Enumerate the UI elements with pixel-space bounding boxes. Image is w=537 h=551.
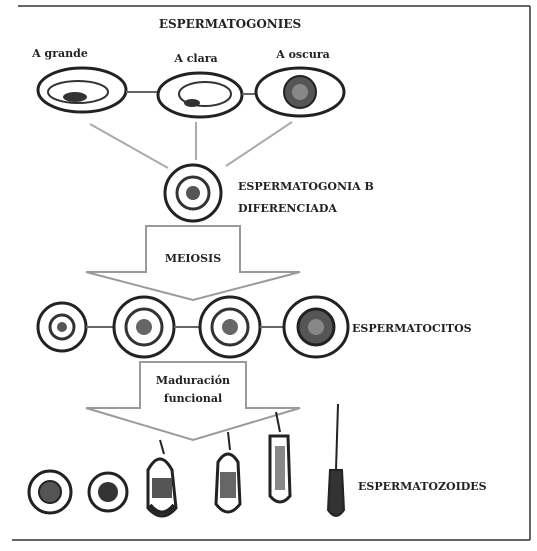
spermatozoa-label: ESPERMATOZOIDES	[358, 480, 487, 493]
spermatid-elongating-2	[214, 431, 242, 514]
differentiated-label-1: ESPERMATOGONIA B	[238, 180, 374, 193]
spermatocyte-4	[282, 295, 350, 359]
title: ESPERMATOGONIES	[159, 17, 301, 31]
cell-a-grande	[36, 66, 128, 114]
spermatozoon	[326, 403, 346, 517]
spermatid-2	[87, 471, 129, 513]
type-label-a-grande: A grande	[31, 47, 88, 60]
type-label-a-oscura: A oscura	[275, 48, 330, 61]
maturation-label-1: Maduración	[156, 374, 230, 387]
maturation-label-2: funcional	[164, 392, 222, 405]
spermatocyte-1	[36, 301, 88, 353]
differentiated-label-2: DIFERENCIADA	[238, 202, 337, 215]
spermatocytes-label: ESPERMATOCITOS	[352, 322, 472, 335]
spermatocyte-2	[112, 295, 176, 359]
cell-spermatogonium-b	[163, 163, 223, 223]
cell-a-oscura	[254, 66, 346, 118]
cell-a-clara	[156, 71, 244, 119]
converge-arrow-left	[89, 123, 169, 169]
spermatid-1	[27, 469, 73, 515]
converge-arrow-right	[225, 121, 293, 167]
maturation-arrow	[85, 361, 301, 442]
spermatocyte-3	[198, 295, 262, 359]
meiosis-label: MEIOSIS	[165, 252, 221, 265]
spermatid-elongating-1	[146, 439, 178, 518]
meiosis-arrow	[85, 225, 301, 302]
spermatid-elongating-3	[268, 411, 292, 504]
type-label-a-clara: A clara	[173, 52, 217, 65]
